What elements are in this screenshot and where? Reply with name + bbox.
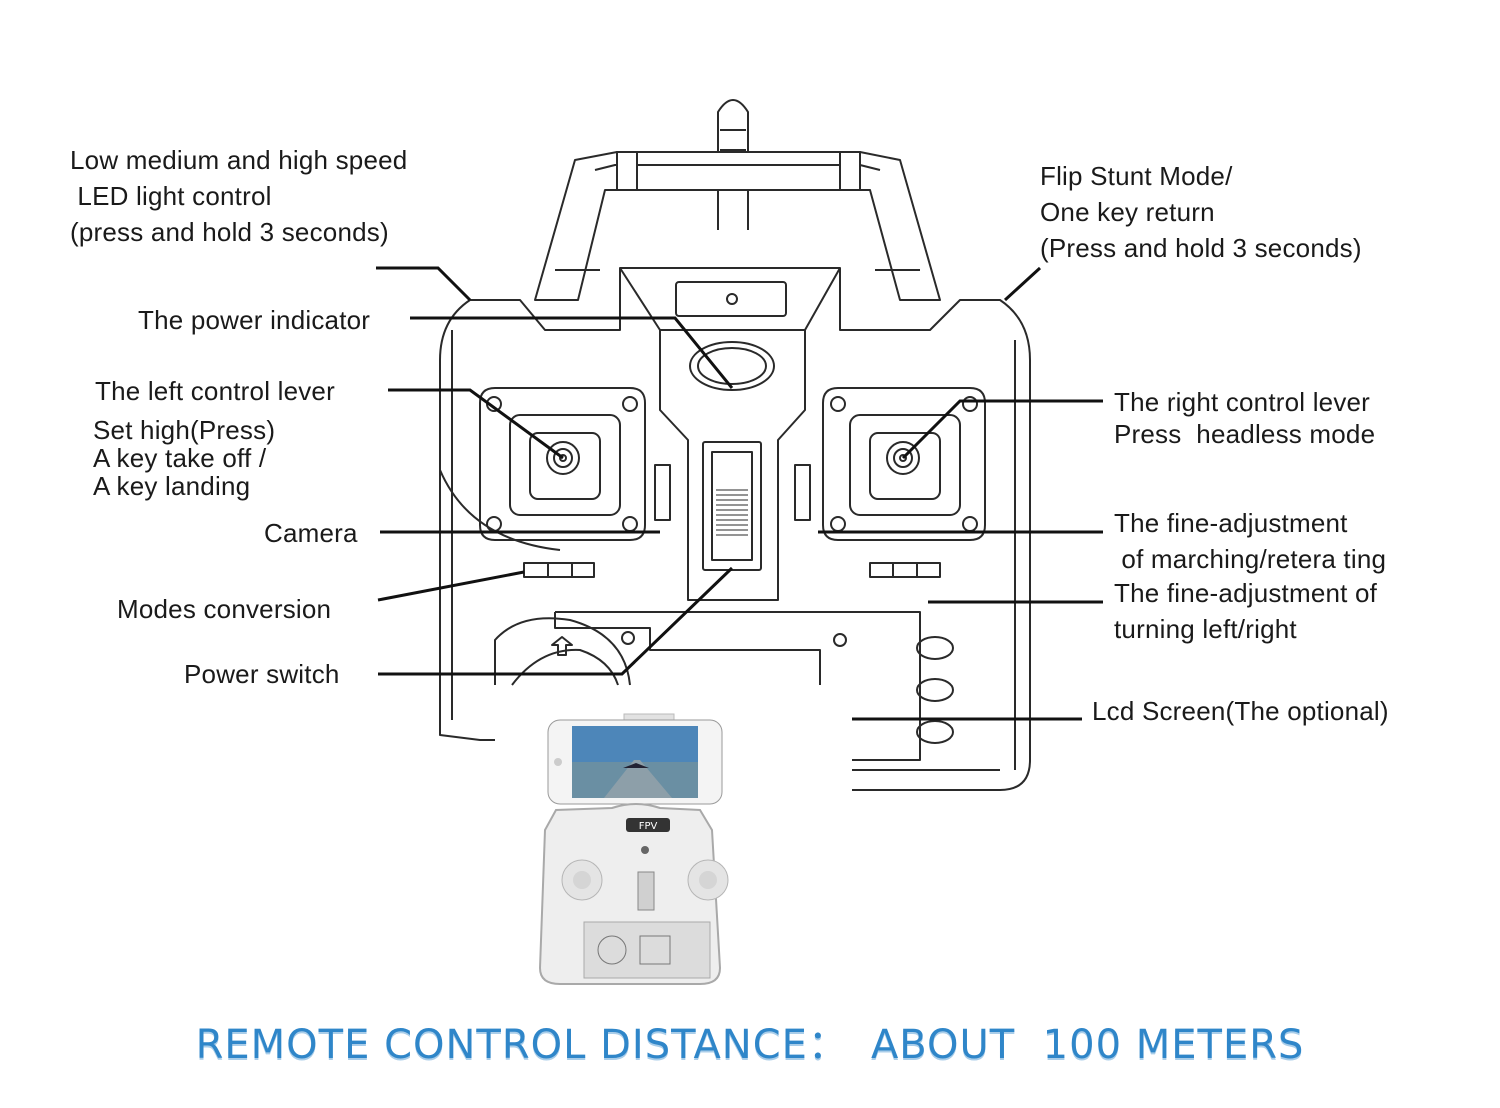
fpv-badge: FPV: [639, 821, 658, 832]
right-stick-housing: [794, 387, 986, 578]
flip-stunt-line-1: Flip Stunt Mode/: [1040, 161, 1233, 191]
camera-label: Camera: [264, 518, 358, 548]
led-control-line-2: LED light control: [70, 181, 272, 211]
fine-marching-label: The fine-adjustment of marching/retera t…: [1114, 505, 1386, 577]
right-lever-line-2: Press headless mode: [1114, 419, 1376, 449]
lcd-screen-label: Lcd Screen(The optional): [1092, 696, 1389, 726]
led-control-line-1: Low medium and high speed: [70, 145, 408, 175]
power-switch-label: Power switch: [184, 659, 340, 689]
carry-handle: [534, 151, 941, 301]
fine-turning-line-2: turning left/right: [1114, 614, 1297, 644]
range-footer-right: ABOUT 100 METERS: [870, 1022, 1305, 1068]
left-lever-detail-line-2: A key take off /: [93, 443, 267, 473]
left-lever-label: The left control lever: [95, 376, 335, 406]
left-lever-detail: Set high(Press) A key take off / A key l…: [93, 416, 275, 500]
fine-marching-line-1: The fine-adjustment: [1114, 508, 1348, 538]
fine-turning-label: The fine-adjustment of turning left/righ…: [1114, 575, 1377, 647]
side-buttons: [916, 636, 954, 744]
flip-stunt-label: Flip Stunt Mode/ One key return (Press a…: [1040, 158, 1362, 266]
controller-body: [439, 267, 1031, 791]
fine-marching-line-2: of marching/retera ting: [1114, 544, 1387, 574]
flip-stunt-line-2: One key return: [1040, 197, 1215, 227]
range-footer: REMOTE CONTROL DISTANCE： ABOUT 100 METERS: [0, 1012, 1500, 1070]
fine-turning-line-1: The fine-adjustment of: [1114, 578, 1378, 608]
right-lever-label: The right control lever Press headless m…: [1114, 388, 1375, 448]
led-control-label: Low medium and high speed LED light cont…: [70, 142, 407, 250]
leader-lines: [376, 266, 1103, 721]
left-lever-detail-line-3: A key landing: [93, 471, 251, 501]
range-footer-left: REMOTE CONTROL DISTANCE：: [195, 1022, 849, 1068]
controller-photo: FPV: [538, 713, 729, 985]
led-control-line-3: (press and hold 3 seconds): [70, 217, 389, 247]
modes-conversion-label: Modes conversion: [117, 594, 332, 624]
left-lever-detail-line-1: Set high(Press): [93, 415, 276, 445]
flip-stunt-line-3: (Press and hold 3 seconds): [1040, 233, 1362, 263]
right-lever-line-1: The right control lever: [1114, 387, 1371, 417]
power-indicator-label: The power indicator: [138, 305, 371, 335]
